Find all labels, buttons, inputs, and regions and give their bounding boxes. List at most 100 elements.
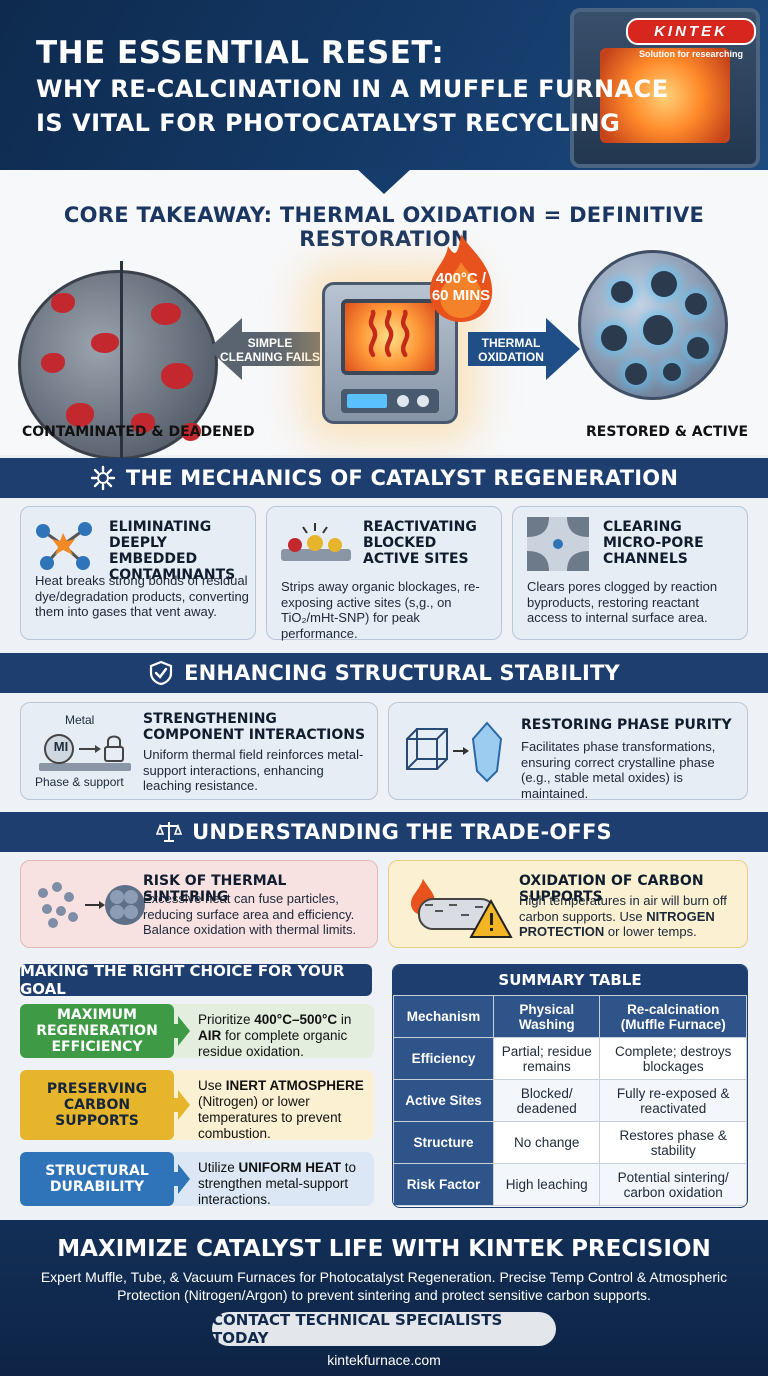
burning-carbon-warning-icon [411,879,513,938]
icon-label-metal: Metal [65,713,95,727]
table-row: Structure No change Restores phase & sta… [393,1121,747,1164]
table-cell: Potential sintering/ carbon oxidation [599,1163,747,1206]
heat-waves-icon [368,309,410,358]
goal-desc-text-mid: in [337,1012,352,1027]
goal-desc-carbon: Use INERT ATMOSPHERE (Nitrogen) or lower… [164,1070,374,1141]
table-row: Risk Factor High leaching Potential sint… [393,1163,747,1206]
goals-header: MAKING THE RIGHT CHOICE FOR YOUR GOAL [20,962,372,998]
right-arrow [468,318,580,380]
temperature-text: 400°C / [435,270,487,287]
active-sites-icon [281,523,351,561]
card-body: High temperatures in air will burn off c… [519,893,743,940]
duration-text: 60 MINS [431,287,491,304]
table-row-header: Risk Factor [393,1163,494,1206]
temperature-badge: 400°C / 60 MINS [424,270,498,304]
table-row-header: Active Sites [393,1079,494,1122]
card-component-interactions: Metal MI Phase & support STRENGTHENING C… [20,702,378,800]
icon-label-support: Phase & support [35,775,124,789]
table-header-cell: Mechanism [393,995,494,1038]
restored-particle-illustration [578,250,728,400]
card-body: Uniform thermal field reinforces metal-s… [143,747,364,793]
title-line-3: IS VITAL FOR PHOTOCATALYST RECYCLING [36,109,621,137]
card-title: CLEARING MICRO-PORE CHANNELS [603,519,704,567]
goal-desc-emphasis: UNIFORM HEAT [238,1160,342,1175]
section-title-mechanics: THE MECHANICS OF CATALYST REGENERATION [125,466,679,490]
title-line-2: WHY RE-CALCINATION IN A MUFFLE FURNACE [36,75,669,103]
header-pointer [356,168,412,194]
goal-desc-emphasis: INERT ATMOSPHERE [225,1078,364,1093]
table-header-cell: Re-calcination (Muffle Furnace) [599,995,747,1038]
card-body: Clears pores clogged by reaction byprodu… [527,579,718,625]
left-arrow-label-line-2: CLEANING FAILS [220,350,321,364]
brand-logo-text: KINTEK [626,18,756,45]
goal-arrow-icon [166,1090,190,1120]
table-header-row: Mechanism Physical Washing Re-calcinatio… [393,995,747,1038]
section-bar-mechanics: THE MECHANICS OF CATALYST REGENERATION [0,458,768,498]
left-arrow [208,318,320,380]
card-eliminating-contaminants: ELIMINATING DEEPLY EMBEDDED CONTAMINANTS… [20,506,256,640]
goal-desc-durability: Utilize UNIFORM HEAT to strengthen metal… [164,1152,374,1207]
goal-desc-text: Prioritize [198,1012,255,1027]
card-reactivating-sites: REACTIVATING BLOCKED ACTIVE SITES Strips… [266,506,502,641]
left-arrow-label: SIMPLE CLEANING FAILS [220,336,320,364]
goal-structural-durability[interactable]: STRUCTURAL DURABILITY [20,1152,174,1206]
goal-desc-text-end: for complete organic residue oxidation. [198,1028,348,1059]
section-title-tradeoffs: UNDERSTANDING THE TRADE-OFFS [192,820,612,844]
goal-desc-text: Utilize [198,1160,239,1175]
core-takeaway-title: CORE TAKEAWAY: THERMAL OXIDATION = DEFIN… [63,203,705,251]
card-title: ELIMINATING DEEPLY EMBEDDED CONTAMINANTS [109,519,236,583]
goal-desc-text-mid: to strengthen metal-support interactions… [198,1160,357,1207]
card-body-emphasis: NITROGEN PROTECTION [519,908,715,940]
table-cell: Fully re-exposed & reactivated [599,1079,747,1122]
header-banner: THE ESSENTIAL RESET: WHY RE-CALCINATION … [0,0,768,170]
footer: MAXIMIZE CATALYST LIFE WITH KINTEK PRECI… [0,1220,768,1376]
card-body-text-end: or lower temps. [604,924,697,939]
card-clearing-pores: CLEARING MICRO-PORE CHANNELS Clears pore… [512,506,748,640]
metal-support-lock-icon [39,734,131,771]
brand-logo[interactable]: KINTEK Solution for researching [626,18,756,59]
goal-arrow-icon [166,1164,190,1194]
page-title: THE ESSENTIAL RESET: WHY RE-CALCINATION … [36,34,669,140]
table-cell: No change [492,1121,601,1164]
footer-subtitle: Expert Muffle, Tube, & Vacuum Furnaces f… [40,1269,728,1303]
right-arrow-label-line-1: THERMAL [481,336,541,350]
summary-table: SUMMARY TABLE Mechanism Physical Washing… [392,964,748,1208]
contact-specialists-button[interactable]: CONTACT TECHNICAL SPECIALISTS TODAY [212,1311,556,1347]
contaminated-particle-illustration [18,261,218,475]
table-cell: Partial; residue remains [492,1037,601,1080]
footer-title: MAXIMIZE CATALYST LIFE WITH KINTEK PRECI… [57,1236,711,1262]
table-row: Active Sites Blocked/ deadened Fully re-… [393,1079,747,1122]
card-title: STRENGTHENING COMPONENT INTERACTIONS [143,711,366,743]
goal-desc-emphasis: 400°C–500°C [254,1012,338,1027]
summary-table-title: SUMMARY TABLE [393,965,747,995]
micropore-icon [527,517,589,571]
card-body: Excessive heat can fuse particles, reduc… [143,891,357,937]
right-arrow-label-line-2: OXIDATION [478,350,544,364]
gear-icon [90,465,116,491]
card-title: REACTIVATING BLOCKED ACTIVE SITES [363,519,477,567]
right-arrow-label: THERMAL OXIDATION [466,336,556,364]
table-row-header: Structure [393,1121,494,1164]
shield-check-icon [149,660,173,686]
table-cell: High leaching [492,1163,601,1206]
goal-desc-text-mid: (Nitrogen) or lower temperatures to prev… [198,1094,342,1141]
goal-desc-text: Use [198,1078,226,1093]
summary-table-grid: Mechanism Physical Washing Re-calcinatio… [393,995,747,1206]
left-arrow-label-line-1: SIMPLE [247,336,293,350]
table-row-header: Efficiency [393,1037,494,1080]
card-thermal-sintering: RISK OF THERMAL SINTERING Excessive heat… [20,860,378,948]
table-header-cell: Physical Washing [492,995,601,1038]
card-body: Strips away organic blockages, re-exposi… [281,579,480,641]
table-row: Efficiency Partial; residue remains Comp… [393,1037,747,1080]
card-title: OXIDATION OF CARBON SUPPORTS [519,873,704,905]
contaminated-caption: CONTAMINATED & DEADENED [22,424,255,440]
website-link[interactable]: kintekfurnace.com [327,1352,441,1368]
brand-tagline: Solution for researching [638,49,743,59]
goal-max-regeneration[interactable]: MAXIMUM REGENERATION EFFICIENCY [20,1004,174,1058]
restored-caption: RESTORED & ACTIVE [586,424,749,440]
card-title: RISK OF THERMAL SINTERING [143,873,287,905]
sintering-particles-icon [38,882,145,928]
goal-preserving-carbon[interactable]: PRESERVING CARBON SUPPORTS [20,1070,174,1140]
card-body: Facilitates phase transformations, ensur… [521,739,716,801]
core-takeaway-section: CORE TAKEAWAY: THERMAL OXIDATION = DEFIN… [0,170,768,475]
